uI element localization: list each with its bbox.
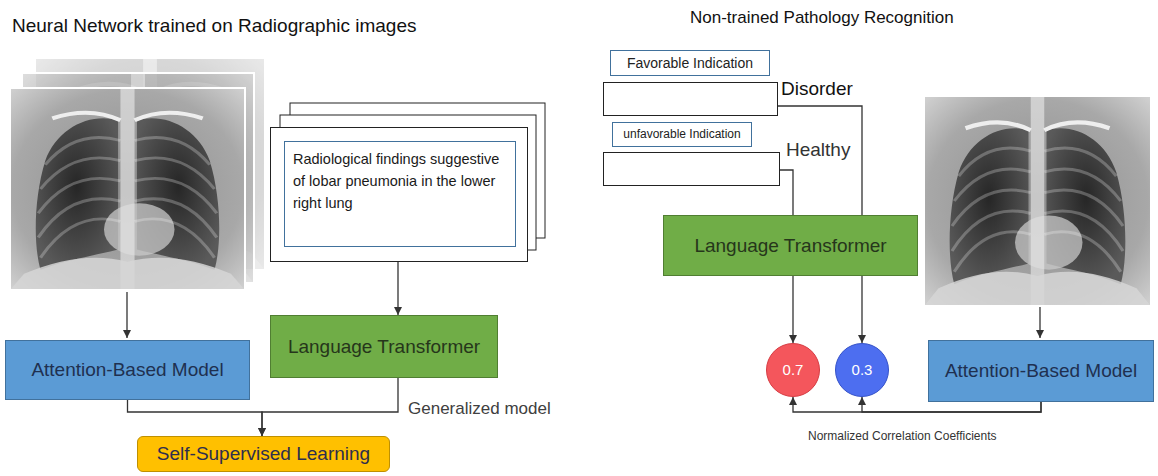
score-circle: 0.3	[835, 343, 889, 397]
input-arrow	[126, 292, 127, 338]
node-text: Attention-Based Model	[31, 359, 223, 381]
node-text: 0.7	[783, 361, 804, 378]
model-box: Attention-Based Model	[5, 340, 250, 400]
node-text: Favorable Indication	[627, 55, 753, 71]
transformer-box: Language Transformer	[663, 215, 918, 276]
indication-box: unfavorable Indication	[612, 122, 752, 147]
xray-image	[10, 88, 245, 290]
axis-caption: Normalized Correlation Coefficients	[808, 429, 997, 443]
node-text: 0.3	[852, 361, 873, 378]
node-text: unfavorable Indication	[623, 128, 740, 142]
connector	[780, 170, 793, 215]
score-circle: 0.7	[766, 343, 820, 397]
connector	[397, 262, 398, 315]
connector	[792, 276, 793, 343]
transformer-box: Language Transformer	[270, 315, 498, 378]
report-card: Radiological findings suggestive of loba…	[270, 127, 528, 262]
connector	[128, 400, 263, 436]
learning-box: Self-Supervised Learning	[137, 436, 390, 472]
node-text: Self-Supervised Learning	[157, 443, 370, 465]
node-text: Language Transformer	[694, 235, 886, 257]
panel-heading: Non-trained Pathology Recognition	[690, 8, 954, 28]
node-text: Language Transformer	[288, 336, 480, 358]
connector	[778, 106, 862, 215]
node-text: Radiological findings suggestive of loba…	[293, 149, 507, 214]
indication-box: Favorable Indication	[610, 50, 770, 76]
connector	[262, 378, 398, 436]
outside-label: Disorder	[781, 78, 853, 100]
input-arrow	[1039, 307, 1040, 338]
xray-image	[925, 97, 1150, 305]
outside-label: Healthy	[786, 139, 850, 161]
connector	[861, 276, 862, 343]
prompt-box: Healthy	[603, 152, 780, 186]
model-box: Attention-Based Model	[928, 340, 1154, 402]
text-frame: Radiological findings suggestive of loba…	[284, 141, 516, 247]
image-frame	[10, 88, 245, 290]
model-caption: Generalized model	[408, 399, 551, 419]
panel-heading: Neural Network trained on Radiographic i…	[12, 15, 416, 38]
prompt-box: Disorder	[603, 82, 778, 116]
node-text: Attention-Based Model	[945, 360, 1137, 382]
